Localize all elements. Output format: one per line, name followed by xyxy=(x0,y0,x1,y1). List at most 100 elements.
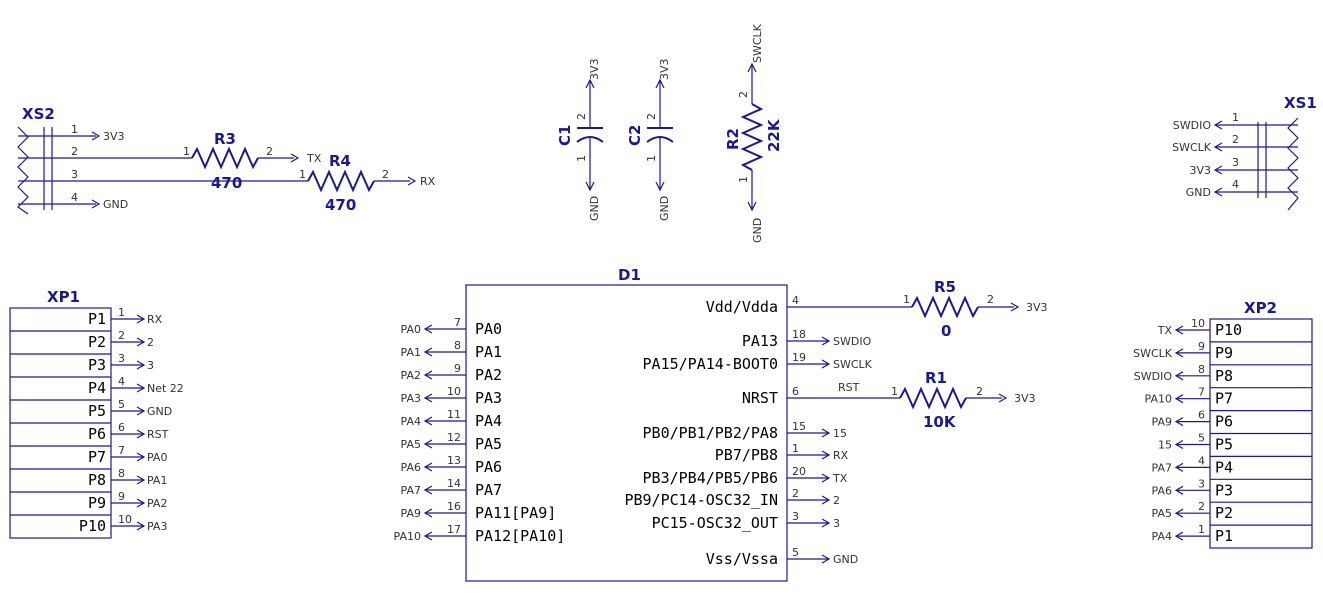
net-arrow xyxy=(91,199,101,209)
connector-xs1[interactable]: XS1 SWDIO 1 SWCLK 2 3V3 3 GND 4 xyxy=(1172,94,1317,211)
net-label: RX xyxy=(833,449,849,462)
net-arrow xyxy=(290,153,300,163)
chip-d1[interactable]: D1 PA07PA0PA18PA1PA29PA2PA310PA3PA411PA4… xyxy=(394,266,912,582)
net-label: RX xyxy=(420,175,436,188)
d1-pin-name: PA4 xyxy=(475,412,502,430)
d1-pin-num: 4 xyxy=(792,294,799,307)
r4-pin2-num: 2 xyxy=(382,168,389,181)
capacitor-c1[interactable]: 3V3 GND 2 1 C1 xyxy=(556,58,604,221)
d1-pin-num: 19 xyxy=(792,351,806,364)
net-arrow xyxy=(423,324,433,334)
r3-body xyxy=(191,146,259,170)
c2-ref: C2 xyxy=(626,125,644,146)
xp1-pin-name: P7 xyxy=(88,448,106,466)
net-label: GND xyxy=(147,405,172,418)
xp1-pin-name: P5 xyxy=(88,402,106,420)
d1-pin-num: 9 xyxy=(454,362,461,375)
net-arrow xyxy=(136,406,146,416)
net-label: PA10 xyxy=(1145,393,1172,406)
d1-pin-name: PA12[PA10] xyxy=(475,527,565,545)
xp1-pin-name: P2 xyxy=(88,333,106,351)
net-arrow xyxy=(1213,142,1223,152)
net-arrow xyxy=(821,450,831,460)
d1-pin-num: 5 xyxy=(792,546,799,559)
r3-pin2-num: 2 xyxy=(266,145,273,158)
resistor-r2[interactable]: SWCLK GND 2 1 R2 22K xyxy=(724,23,783,243)
net-arrow xyxy=(1010,302,1020,312)
r5-pin1-num: 1 xyxy=(903,293,910,306)
net-label: PA3 xyxy=(147,520,167,533)
net-label: GND xyxy=(751,218,764,243)
capacitor-c2[interactable]: 3V3 GND 2 1 C2 xyxy=(626,58,674,221)
xs2-pin-num: 4 xyxy=(71,191,78,204)
r2-pin1-num: 1 xyxy=(737,176,750,183)
resistor-r5[interactable]: R5 1 2 3V3 0 xyxy=(903,278,1048,340)
resistor-r1[interactable]: R1 1 2 3V3 10K xyxy=(891,369,1036,431)
xp2-pin-num: 8 xyxy=(1198,363,1205,376)
d1-pin-name: PA11[PA9] xyxy=(475,504,556,522)
net-arrow xyxy=(585,181,595,192)
net-arrow xyxy=(821,495,831,505)
r4-body xyxy=(307,169,375,193)
net-label: SWCLK xyxy=(1133,347,1173,360)
net-arrow xyxy=(1174,417,1184,427)
r1-body xyxy=(899,386,967,410)
header-xp2[interactable]: XP2 P1010TXP99SWCLKP88SWDIOP77PA10P66PA9… xyxy=(1133,299,1313,549)
net-arrow xyxy=(1213,187,1223,197)
d1-pin-num: 16 xyxy=(447,500,461,513)
net-label: TX xyxy=(832,472,848,485)
net-label: 15 xyxy=(1158,439,1172,452)
net-label: SWDIO xyxy=(833,335,872,348)
xp2-pin-num: 1 xyxy=(1198,523,1205,536)
xs2-pin-num: 2 xyxy=(71,145,78,158)
xp1-pin-name: P9 xyxy=(88,494,106,512)
r3-ref: R3 xyxy=(214,130,236,148)
r5-pin2-num: 2 xyxy=(987,293,994,306)
xs2-housing xyxy=(17,126,29,215)
d1-pin-name: PA0 xyxy=(475,320,502,338)
net-arrow xyxy=(1174,485,1184,495)
net-label: PA9 xyxy=(401,507,421,520)
xp2-pin-name: P8 xyxy=(1215,367,1233,385)
xs1-pin-num: 1 xyxy=(1232,111,1239,124)
c1-ref: C1 xyxy=(556,125,574,146)
xp1-pin-name: P10 xyxy=(79,517,106,535)
net-label: GND xyxy=(103,198,128,211)
net-label: PA7 xyxy=(1152,461,1172,474)
net-label: 3V3 xyxy=(1014,392,1036,405)
d1-pin-num: 11 xyxy=(447,408,461,421)
d1-pin-name: Vss/Vssa xyxy=(706,550,778,568)
net-arrow xyxy=(1174,394,1184,404)
resistor-r4[interactable]: R4 1 2 RX 470 xyxy=(299,152,436,214)
r2-ref: R2 xyxy=(724,128,742,150)
xs1-pin-num: 3 xyxy=(1232,156,1239,169)
net-label: GND xyxy=(833,553,858,566)
r5-body xyxy=(911,295,979,319)
r2-body xyxy=(740,103,764,171)
xp1-pin-num: 9 xyxy=(118,490,125,503)
r1-ref: R1 xyxy=(925,369,947,387)
net-label: PA1 xyxy=(401,346,421,359)
net-label: PA5 xyxy=(1152,507,1172,520)
xp1-pin-num: 4 xyxy=(118,375,125,388)
net-label: 3V3 xyxy=(1189,164,1211,177)
xp2-pin-name: P3 xyxy=(1215,481,1233,499)
net-label: RST xyxy=(838,381,860,394)
d1-pin-name: PB9/PC14-OSC32_IN xyxy=(624,491,778,509)
net-label: PA7 xyxy=(401,484,421,497)
xp2-pin-num: 2 xyxy=(1198,500,1205,513)
net-arrow xyxy=(136,429,146,439)
c2-pin1-num: 1 xyxy=(645,155,658,162)
net-label: RX xyxy=(147,313,163,326)
net-arrow xyxy=(136,360,146,370)
resistor-r3[interactable]: R3 1 2 TX 470 xyxy=(183,130,322,192)
d1-pin-num: 13 xyxy=(447,454,461,467)
net-arrow xyxy=(747,201,757,212)
net-label: 3 xyxy=(147,359,154,372)
xp2-pin-num: 4 xyxy=(1198,454,1205,467)
net-arrow xyxy=(423,462,433,472)
connector-xs2[interactable]: XS2 1 3V3 2 3 4 GND xyxy=(17,105,308,215)
xp2-pin-num: 6 xyxy=(1198,409,1205,422)
net-arrow xyxy=(136,498,146,508)
